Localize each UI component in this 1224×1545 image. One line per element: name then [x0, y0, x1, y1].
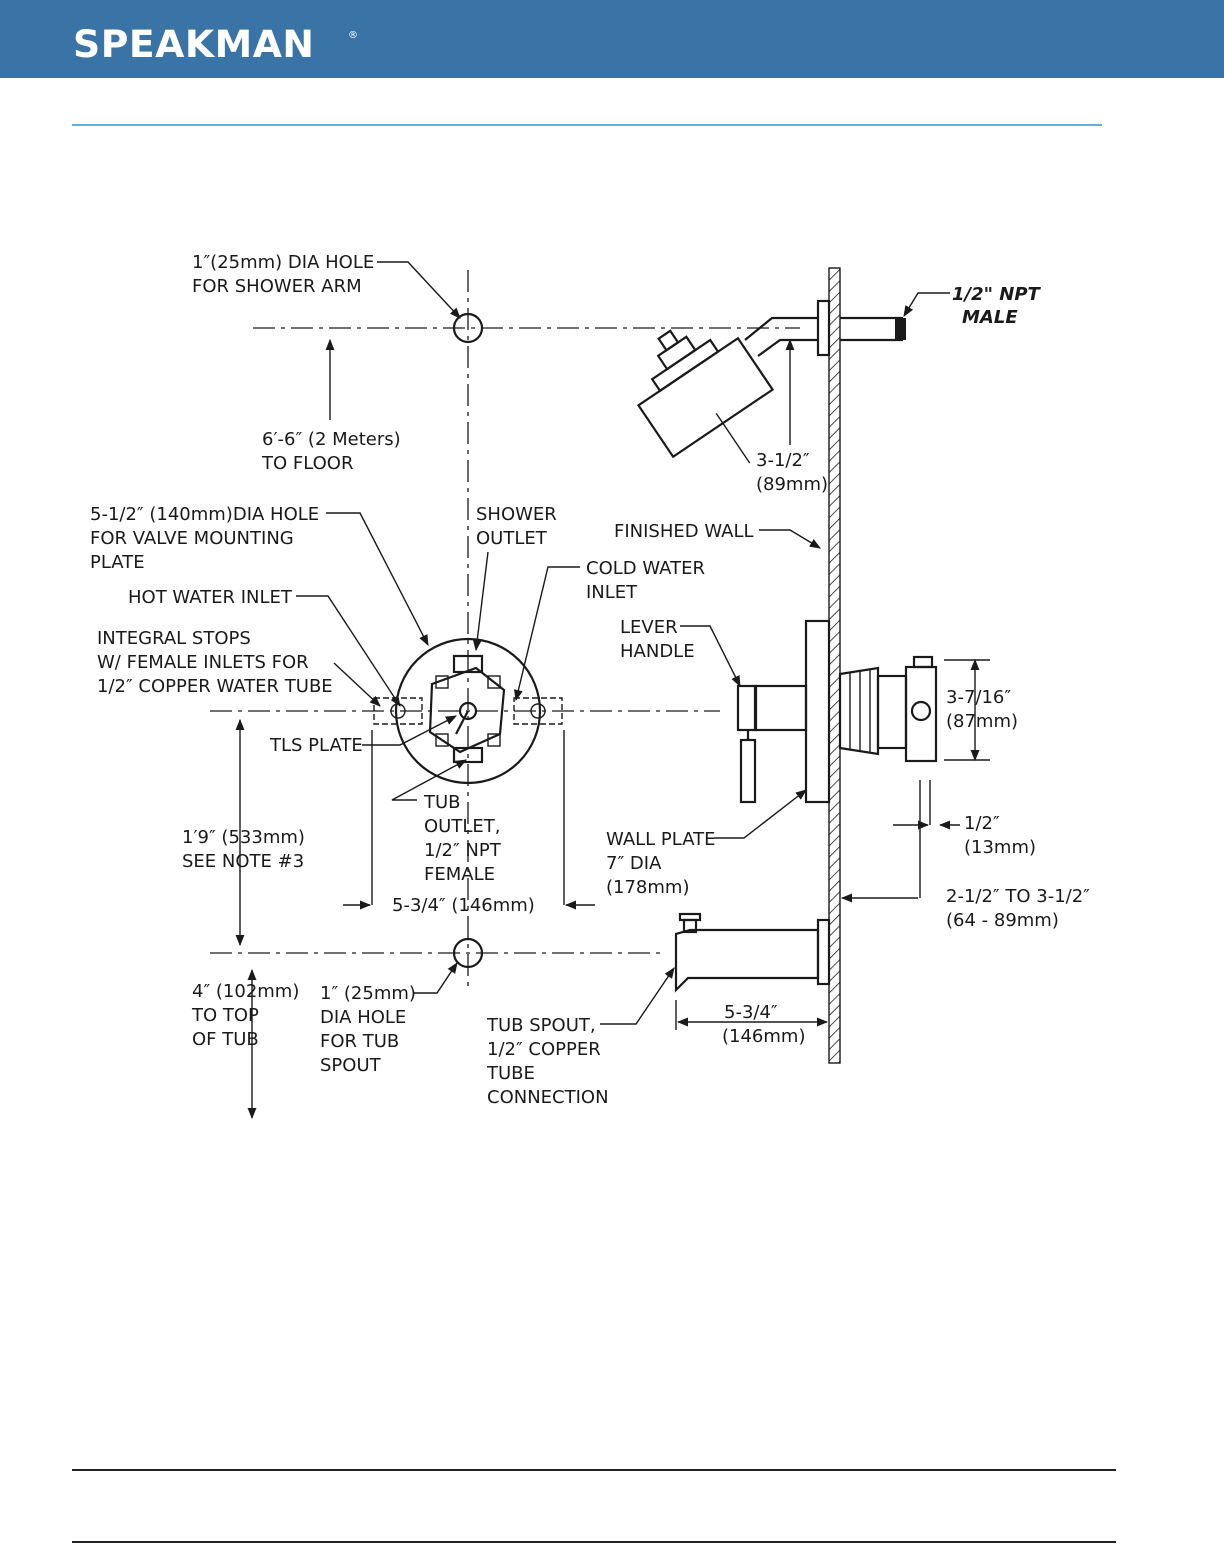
svg-text:SPOUT: SPOUT	[320, 1055, 382, 1076]
label-valve-plate-hole: 5-1/2″ (140mm)DIA HOLE FOR VALVE MOUNTIN…	[90, 504, 319, 573]
footer-rule-bottom	[72, 1541, 1116, 1543]
label-valve-depth: 3-7/16″ (87mm)	[946, 687, 1018, 732]
label-wall-plate: WALL PLATE 7″ DIA (178mm)	[606, 829, 716, 898]
svg-text:DIA HOLE: DIA HOLE	[320, 1007, 406, 1028]
shower-arm	[744, 299, 906, 357]
svg-text:1/2″: 1/2″	[964, 813, 1000, 834]
svg-text:TUB SPOUT,: TUB SPOUT,	[486, 1015, 596, 1036]
svg-text:TUB: TUB	[423, 792, 461, 813]
dimension-lines	[235, 338, 990, 1120]
label-tub-outlet: TUB OUTLET, 1/2″ NPT FEMALE	[423, 792, 502, 885]
label-shower-arm-hole: 1″(25mm) DIA HOLE FOR SHOWER ARM	[192, 252, 374, 297]
svg-text:FEMALE: FEMALE	[424, 864, 495, 885]
svg-text:OF TUB: OF TUB	[192, 1029, 259, 1050]
svg-text:3-1/2″: 3-1/2″	[756, 450, 810, 471]
svg-text:FOR SHOWER ARM: FOR SHOWER ARM	[192, 276, 362, 297]
svg-text:OUTLET: OUTLET	[476, 528, 548, 549]
valve-side-view	[736, 619, 938, 804]
svg-text:5-1/2″ (140mm)DIA HOLE: 5-1/2″ (140mm)DIA HOLE	[90, 504, 319, 525]
svg-text:1/2″ COPPER WATER TUBE: 1/2″ COPPER WATER TUBE	[97, 676, 333, 697]
svg-text:COLD WATER: COLD WATER	[586, 558, 705, 579]
svg-text:(87mm): (87mm)	[946, 711, 1018, 732]
svg-text:SHOWER: SHOWER	[476, 504, 557, 525]
label-wall-range: 2-1/2″ TO 3-1/2″ (64 - 89mm)	[946, 886, 1090, 931]
svg-text:FOR TUB: FOR TUB	[320, 1031, 399, 1052]
svg-text:6′-6″ (2 Meters): 6′-6″ (2 Meters)	[262, 429, 401, 450]
label-lever-handle: LEVER HANDLE	[620, 617, 695, 662]
svg-text:1/2″ NPT: 1/2″ NPT	[424, 840, 502, 861]
finished-wall	[828, 267, 841, 1064]
svg-text:W/ FEMALE INLETS FOR: W/ FEMALE INLETS FOR	[97, 652, 309, 673]
tub-spout-hole	[452, 937, 484, 969]
svg-text:7″ DIA: 7″ DIA	[606, 853, 662, 874]
svg-text:HOT WATER INLET: HOT WATER INLET	[128, 587, 293, 608]
svg-text:SEE NOTE #3: SEE NOTE #3	[182, 851, 304, 872]
svg-text:5-3/4″: 5-3/4″	[724, 1002, 778, 1023]
tub-spout	[674, 912, 831, 993]
svg-text:4″ (102mm): 4″ (102mm)	[192, 981, 299, 1002]
svg-text:(13mm): (13mm)	[964, 837, 1036, 858]
svg-text:5-3/4″ (146mm): 5-3/4″ (146mm)	[392, 895, 535, 916]
svg-text:OUTLET,: OUTLET,	[424, 816, 500, 837]
svg-text:INLET: INLET	[586, 582, 638, 603]
registered-mark: ®	[348, 30, 358, 41]
svg-text:HANDLE: HANDLE	[620, 641, 695, 662]
svg-text:FINISHED WALL: FINISHED WALL	[614, 521, 754, 542]
svg-text:(89mm): (89mm)	[756, 474, 828, 495]
label-npt-male: 1/2" NPT MALE	[952, 284, 1042, 328]
label-floor-height: 6′-6″ (2 Meters) TO FLOOR	[261, 429, 401, 474]
svg-text:CONNECTION: CONNECTION	[487, 1087, 609, 1108]
svg-text:1′9″ (533mm): 1′9″ (533mm)	[182, 827, 305, 848]
svg-text:1/2" NPT: 1/2" NPT	[952, 284, 1042, 305]
label-shower-outlet: SHOWER OUTLET	[476, 504, 557, 549]
svg-text:MALE: MALE	[962, 307, 1018, 328]
svg-text:(64 - 89mm): (64 - 89mm)	[946, 910, 1059, 931]
svg-text:3-7/16″: 3-7/16″	[946, 687, 1011, 708]
svg-text:1/2″ COPPER: 1/2″ COPPER	[487, 1039, 601, 1060]
svg-text:WALL PLATE: WALL PLATE	[606, 829, 716, 850]
top-rule	[72, 124, 1102, 126]
label-valve-to-spout: 1′9″ (533mm) SEE NOTE #3	[182, 827, 305, 872]
valve-front-view	[373, 637, 563, 785]
label-finished-wall: FINISHED WALL	[614, 521, 754, 542]
svg-text:TO FLOOR: TO FLOOR	[261, 453, 353, 474]
svg-text:2-1/2″ TO 3-1/2″: 2-1/2″ TO 3-1/2″	[946, 886, 1090, 907]
label-integral-stops: INTEGRAL STOPS W/ FEMALE INLETS FOR 1/2″…	[97, 628, 333, 697]
label-arm-drop: 3-1/2″ (89mm)	[756, 450, 828, 495]
svg-text:LEVER: LEVER	[620, 617, 678, 638]
label-tub-top: 4″ (102mm) TO TOP OF TUB	[191, 981, 299, 1050]
brand-logo: SPEAKMAN	[73, 23, 315, 66]
label-cold-inlet: COLD WATER INLET	[586, 558, 705, 603]
svg-text:(178mm): (178mm)	[606, 877, 689, 898]
label-tub-spout: TUB SPOUT, 1/2″ COPPER TUBE CONNECTION	[486, 1015, 609, 1108]
svg-text:FOR VALVE MOUNTING: FOR VALVE MOUNTING	[90, 528, 294, 549]
header-bar: SPEAKMAN ®	[0, 0, 1224, 78]
label-tls-plate: TLS PLATE	[269, 735, 363, 756]
svg-text:INTEGRAL STOPS: INTEGRAL STOPS	[97, 628, 251, 649]
svg-text:(146mm): (146mm)	[722, 1026, 805, 1047]
label-stop-spacing: 5-3/4″ (146mm)	[392, 895, 535, 916]
svg-text:PLATE: PLATE	[90, 552, 145, 573]
footer-rule-top	[72, 1469, 1116, 1471]
label-half-inch: 1/2″ (13mm)	[964, 813, 1036, 858]
svg-text:TO TOP: TO TOP	[191, 1005, 259, 1026]
svg-text:TLS PLATE: TLS PLATE	[269, 735, 363, 756]
shower-arm-hole	[452, 312, 484, 344]
shower-head	[636, 329, 775, 464]
center-lines	[210, 270, 800, 990]
svg-text:1″(25mm) DIA HOLE: 1″(25mm) DIA HOLE	[192, 252, 374, 273]
svg-text:TUBE: TUBE	[486, 1063, 535, 1084]
leader-lines	[296, 261, 950, 1025]
label-spout-hole: 1″ (25mm) DIA HOLE FOR TUB SPOUT	[320, 983, 416, 1076]
svg-text:1″ (25mm): 1″ (25mm)	[320, 983, 416, 1004]
label-spout-length: 5-3/4″ (146mm)	[722, 1002, 805, 1047]
label-hot-inlet: HOT WATER INLET	[128, 587, 293, 608]
